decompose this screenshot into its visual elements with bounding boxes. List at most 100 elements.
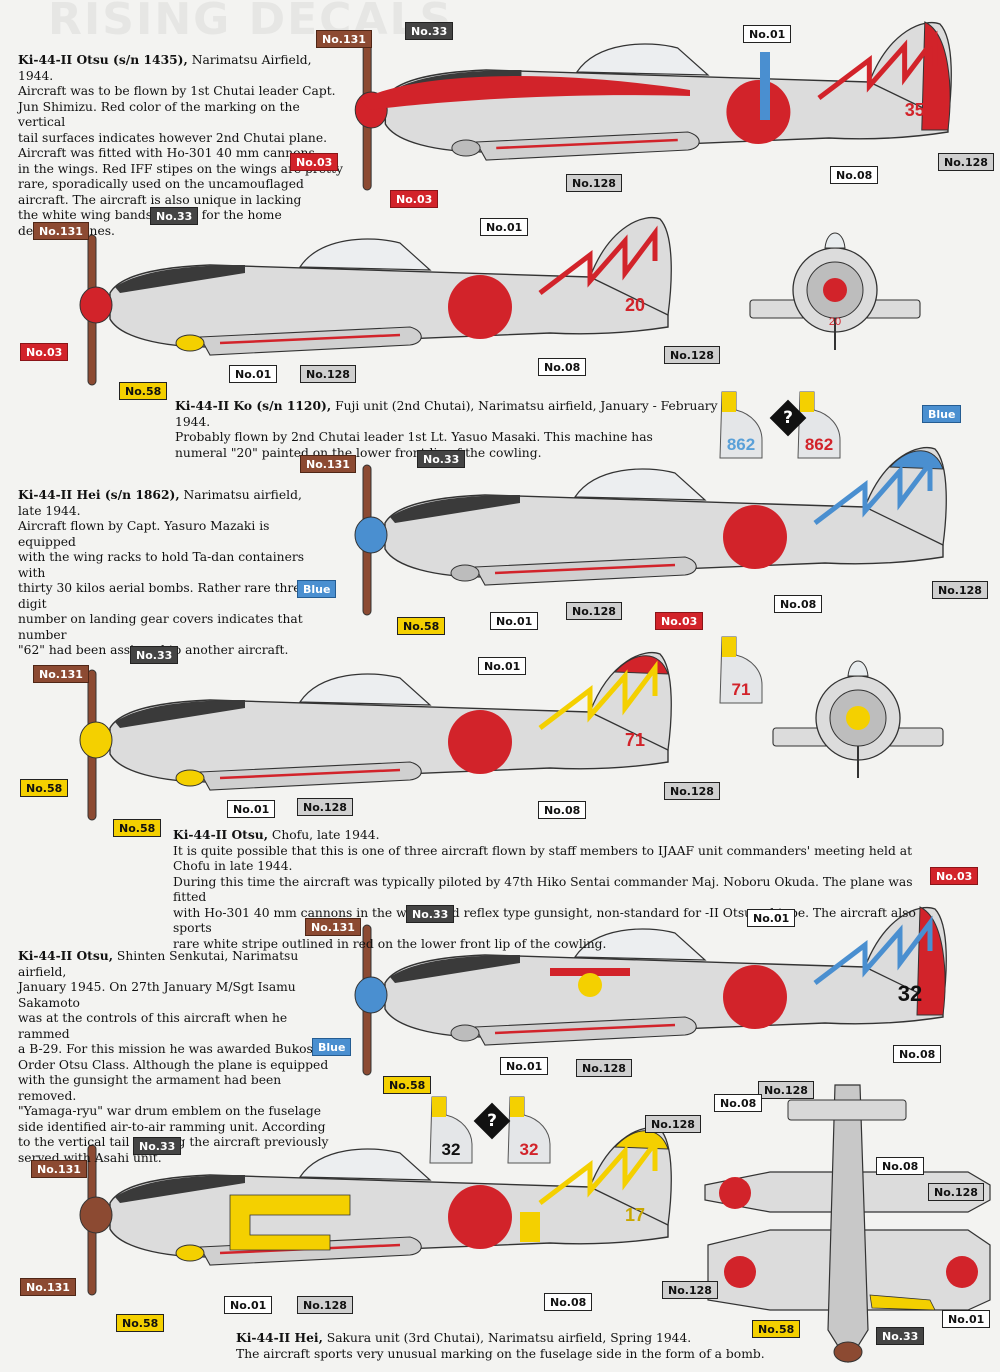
caption-line: Narimatsu Airfield, 1944.: [18, 53, 312, 83]
anti-glare-panel: [115, 700, 245, 728]
canopy: [298, 1148, 432, 1181]
decal-callout-tag: Blue: [312, 1038, 352, 1056]
anti-glare-panel: [115, 1175, 245, 1203]
caption-line: aircraft. The aircraft is also unique in…: [18, 192, 302, 207]
caption-line: Fuji unit (2nd Chutai), Narimatsu airfie…: [175, 399, 718, 429]
landing-gear-cover: [451, 139, 481, 157]
decal-callout-tag: No.33: [150, 207, 199, 225]
anti-glare-panel: [390, 955, 520, 983]
decal-callout-tag: No.58: [119, 382, 168, 400]
decal-callout-tag: No.01: [747, 909, 796, 927]
caption-line: It is quite possible that this is one of…: [173, 843, 913, 874]
caption-line: was at the controls of this aircraft whe…: [18, 1011, 288, 1041]
front-view-plane-4: [772, 660, 944, 778]
caption-3: Ki-44-II Hei (s/n 1862), Narimatsu airfi…: [18, 487, 318, 659]
landing-gear-cover: [175, 334, 205, 352]
caption-line: Aircraft flown by Capt. Yasuro Mazaki is…: [18, 519, 270, 549]
gear-cover-32-red: 32: [507, 1096, 551, 1164]
caption-line: Chofu, late 1944.: [268, 828, 380, 842]
decal-callout-tag: No.01: [490, 612, 539, 630]
tail-number: 20: [625, 295, 645, 315]
tail-lightning-marking: [813, 915, 933, 985]
caption-4-title: Ki-44-II Otsu,: [173, 827, 269, 842]
caption-line: During this time the aircraft was typica…: [173, 874, 913, 905]
caption-line: in the wings. Red IFF stipes on the wing…: [18, 161, 343, 176]
aircraft-side-view-2: 20: [79, 216, 672, 386]
caption-5-title: Ki-44-II Otsu,: [18, 948, 114, 963]
tail-number: 71: [625, 730, 645, 750]
spinner: [354, 516, 388, 554]
bomb-marking: [229, 1194, 540, 1251]
caption-line: Aircraft was to be flown by 1st Chutai l…: [18, 84, 336, 98]
decal-callout-tag: No.131: [305, 918, 361, 936]
wing: [474, 1016, 697, 1046]
aircraft-side-view-1: 35: [354, 21, 952, 191]
front-canopy: [824, 232, 846, 249]
decal-callout-tag: No.33: [405, 22, 454, 40]
decal-callout-tag: No.03: [20, 343, 69, 361]
top-tailplane: [787, 1099, 907, 1121]
decal-callout-tag: Blue: [922, 405, 962, 423]
top-view-plane: [704, 1084, 991, 1364]
wing: [199, 1236, 422, 1266]
landing-gear-cover: [450, 564, 480, 582]
tail-lightning-marking: [817, 30, 938, 100]
gear-cover-862-blue: 862: [719, 391, 763, 459]
decal-callout-tag: No.33: [130, 646, 179, 664]
fuselage: [109, 699, 669, 783]
caption-line: Narimatsu airfield, late 1944.: [18, 488, 302, 518]
front-spinner: [823, 278, 847, 302]
landing-gear-cover: [450, 1024, 480, 1042]
decal-callout-tag: No.128: [664, 346, 720, 364]
cowl-number: 20: [829, 316, 841, 328]
question-mark-badge-2: ?: [473, 1102, 511, 1140]
caption-line: a B-29. For this mission he was awarded …: [18, 1042, 329, 1056]
decal-callout-tag: No.33: [417, 450, 466, 468]
decal-callout-tag: No.128: [928, 1183, 984, 1201]
hinomaru-roundel: [723, 965, 787, 1029]
fuselage: [109, 264, 669, 348]
decal-callout-tag: No.01: [478, 657, 527, 675]
decal-callout-tag: No.128: [576, 1059, 632, 1077]
fuselage-flash: [360, 52, 770, 120]
aircraft-side-view-5: 32: [354, 906, 947, 1076]
spinner: [79, 286, 113, 324]
decal-callout-tag: No.58: [116, 1314, 165, 1332]
landing-gear-cover: [175, 769, 205, 787]
gear-cover-number: 71: [732, 680, 751, 699]
top-wing-hinomaru-left: [724, 1256, 756, 1288]
decal-callout-tag: No.128: [566, 602, 622, 620]
decal-callout-tag: No.33: [133, 1137, 182, 1155]
caption-line: thirty 30 kilos aerial bombs. Rather rar…: [18, 581, 308, 611]
decal-callout-tag: No.128: [566, 174, 622, 192]
decal-callout-tag: No.01: [942, 1310, 991, 1328]
hinomaru-roundel: [726, 80, 791, 144]
decal-callout-tag: No.01: [224, 1296, 273, 1314]
decal-callout-tag: No.131: [20, 1278, 76, 1296]
yellow-bomb-outline: [229, 1194, 351, 1251]
decal-callout-tag: No.08: [830, 166, 879, 184]
decal-callout-tag: No.58: [20, 779, 69, 797]
fuselage: [384, 494, 944, 578]
decal-callout-tag: No.01: [500, 1057, 549, 1075]
wing-iff-stripe: [494, 1023, 676, 1035]
decal-callout-tag: No.03: [930, 867, 979, 885]
caption-line: Sakura unit (3rd Chutai), Narimatsu airf…: [322, 1331, 692, 1345]
decal-callout-tag: No.128: [758, 1081, 814, 1099]
decal-callout-tag: No.08: [893, 1045, 942, 1063]
decal-callout-tag: No.131: [31, 1160, 87, 1178]
hinomaru-roundel: [448, 710, 512, 774]
decal-callout-tag: No.128: [300, 365, 356, 383]
caption-line: "Yamaga-ryu" war drum emblem on the fuse…: [18, 1104, 322, 1118]
decal-callout-tag: No.131: [316, 30, 372, 48]
wing-iff-stripe: [494, 563, 676, 575]
yellow-bomb-tail: [520, 1212, 540, 1242]
caption-line: Aircraft was fitted with Ho-301 40 mm ca…: [18, 146, 315, 160]
wing-iff-stripe: [219, 333, 401, 345]
caption-4: Ki-44-II Otsu, Chofu, late 1944.It is qu…: [173, 827, 943, 952]
gear-cover-yellow-tip: [722, 392, 736, 412]
decal-callout-tag: No.128: [662, 1281, 718, 1299]
decal-callout-tag: No.58: [113, 819, 162, 837]
decal-callout-tag: No.01: [229, 365, 278, 383]
decal-callout-tag: No.58: [752, 1320, 801, 1338]
